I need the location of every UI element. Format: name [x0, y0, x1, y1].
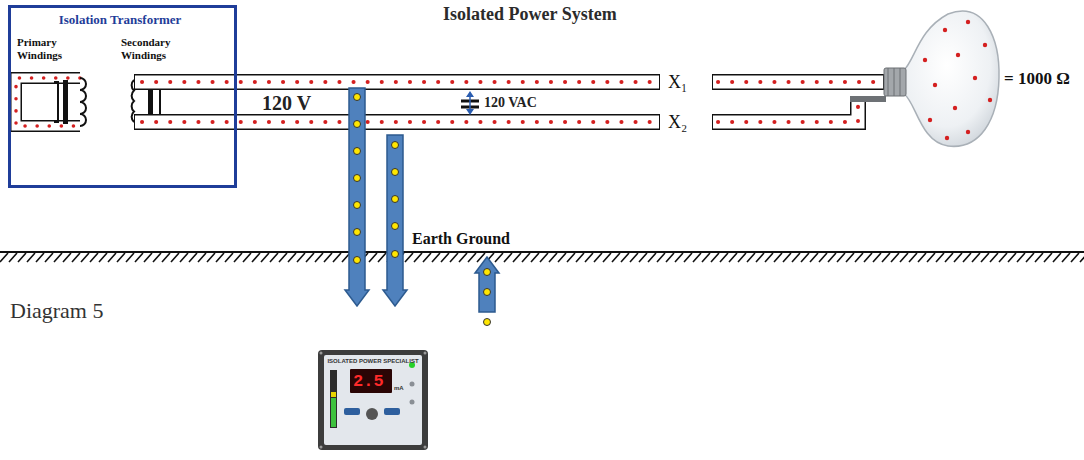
isolation-monitor — [318, 350, 428, 450]
capacitor-symbol — [461, 91, 479, 115]
current-dot — [392, 223, 399, 230]
voltage-arrowhead — [466, 91, 474, 115]
current-dot — [354, 148, 361, 155]
bulb-glass — [904, 11, 999, 146]
current-dot — [484, 319, 491, 326]
electron-dot — [943, 28, 947, 32]
current-dots — [354, 94, 491, 326]
electron-dots — [142, 82, 880, 122]
leakage-arrow — [383, 135, 407, 306]
wire-fill — [16, 78, 80, 126]
device-brand: ISOLATED POWER SPECIALIST — [324, 358, 422, 364]
primary-coil — [80, 78, 86, 126]
current-dot — [392, 142, 399, 149]
terminal-label: X₁ — [668, 73, 687, 91]
current-dot — [392, 169, 399, 176]
bulb-electrons — [923, 20, 992, 140]
monitor-screw — [320, 352, 323, 355]
electron-dot — [945, 136, 949, 140]
current-dot — [354, 121, 361, 128]
current-dot — [354, 229, 361, 236]
bulb-contact — [850, 96, 886, 102]
current-dot — [354, 257, 361, 264]
primary-wire — [16, 78, 80, 126]
electron-dot — [988, 98, 992, 102]
ground-line — [0, 251, 1084, 253]
bar-graph-level — [331, 398, 336, 427]
diagram-caption: Diagram 5 — [10, 300, 103, 322]
leakage-arrows — [345, 88, 499, 326]
winding-label: Secondary Windings — [121, 36, 197, 61]
earth-ground-symbol — [0, 252, 1084, 262]
unit-label: mA — [394, 385, 404, 391]
bar-graph-level — [331, 392, 336, 397]
voltage-label: 120 V — [262, 93, 311, 113]
current-dot — [354, 202, 361, 209]
digital-display — [350, 369, 392, 393]
bulb-thread — [888, 68, 900, 96]
monitor-screw — [424, 352, 427, 355]
ground-hatch — [0, 253, 1084, 262]
secondary-coil — [132, 80, 134, 122]
return-arrow — [475, 257, 499, 312]
transformer-box: Isolation TransformerPrimary Windings Sec… — [8, 5, 237, 188]
monitor-screw — [424, 446, 427, 449]
current-dot — [354, 175, 361, 182]
primary-core — [63, 80, 68, 124]
display-readout: 2.5 — [353, 373, 384, 390]
terminal-label: X₂ — [668, 113, 687, 131]
light-bulb — [850, 11, 999, 146]
monitor-logo — [366, 408, 378, 420]
monitor-button — [410, 400, 415, 405]
ground-label: Earth Ground — [412, 231, 510, 247]
electron-dot — [928, 118, 932, 122]
monitor-screw — [320, 446, 323, 449]
current-dot — [392, 251, 399, 258]
conductors — [134, 82, 884, 122]
leakage-arrow — [345, 88, 369, 306]
monitor-button — [410, 382, 415, 387]
electron-dot — [923, 58, 927, 62]
electron-dot — [953, 106, 957, 110]
electron-dot — [966, 130, 970, 134]
current-dot — [392, 196, 399, 203]
electron-dot — [983, 43, 987, 47]
winding-label: Primary Windings — [17, 36, 79, 61]
conductor-outline — [134, 82, 884, 122]
electron-dots — [16, 78, 80, 126]
current-dot — [484, 289, 491, 296]
conductor-fill — [135, 82, 883, 122]
current-dot — [354, 94, 361, 101]
monitor-button — [344, 408, 360, 415]
monitor-panel — [324, 355, 422, 445]
box-heading: Isolation Transformer — [11, 13, 229, 28]
bar-graph — [330, 370, 337, 428]
wire-outline — [16, 78, 80, 126]
monitor-button — [384, 408, 400, 415]
primary-bracket — [54, 82, 58, 122]
bulb-base — [884, 68, 906, 96]
current-dot — [484, 269, 491, 276]
resistance-label: = 1000 Ω — [1004, 70, 1070, 87]
diagram-title: Isolated Power System — [443, 5, 617, 23]
electron-dot — [956, 53, 960, 57]
monitor-frame — [318, 350, 428, 450]
electron-dot — [973, 76, 977, 80]
voltage-label: 120 VAC — [484, 96, 537, 110]
electron-dot — [933, 83, 937, 87]
electron-dot — [966, 20, 970, 24]
